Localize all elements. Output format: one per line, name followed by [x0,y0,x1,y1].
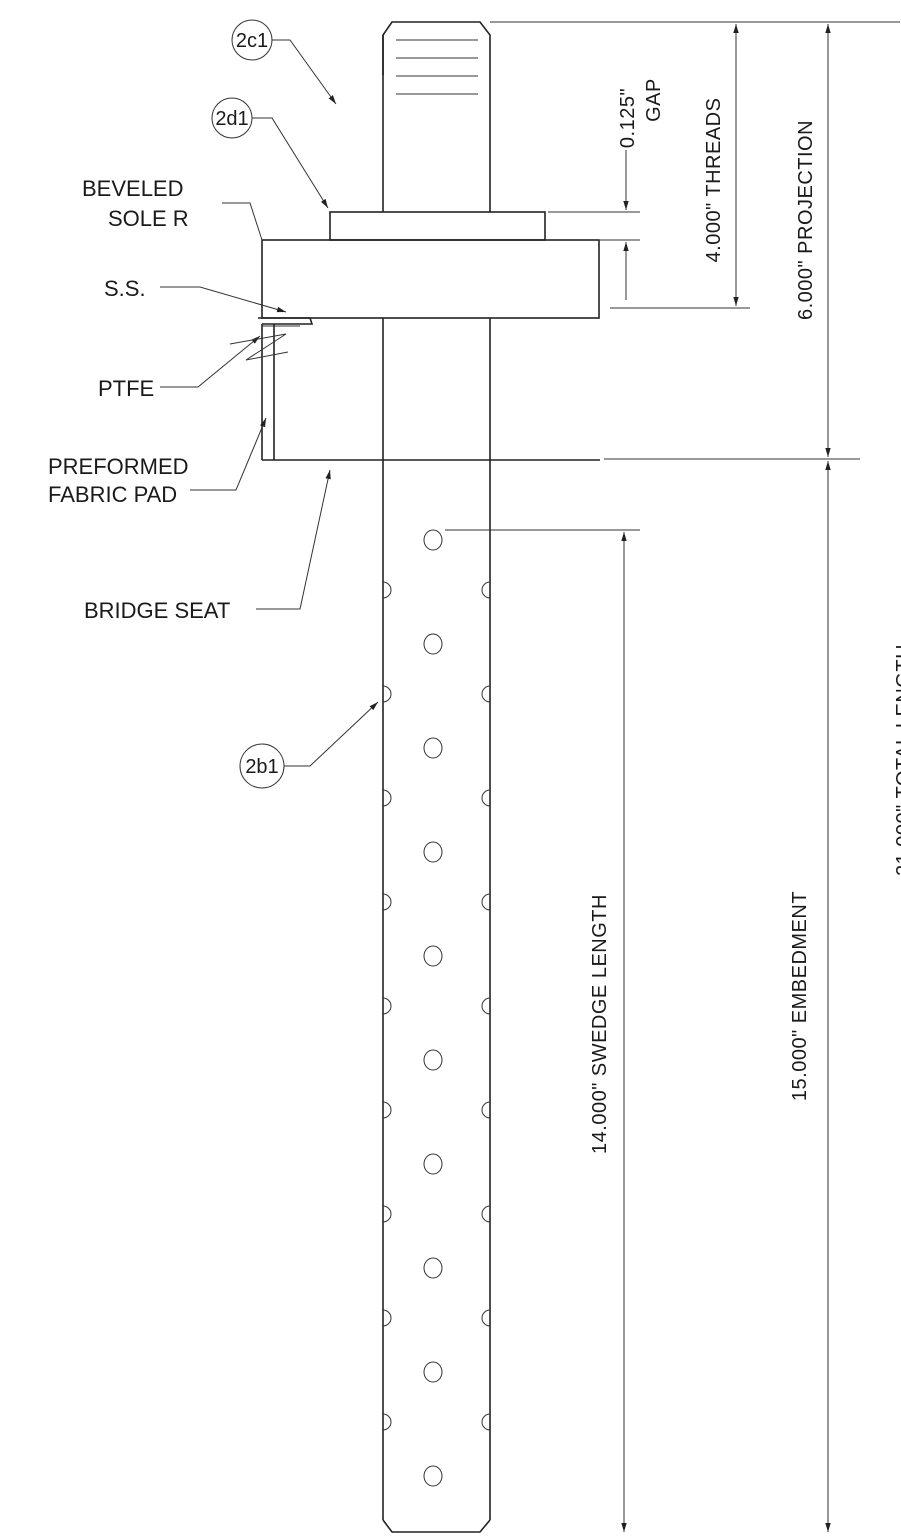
swedge-hole [423,1153,443,1175]
dimension-threads [490,21,750,309]
gap-value-text: 0.125" [617,88,639,148]
callout-2d1 [211,97,253,139]
swedge-notch-left [382,789,392,807]
fabric-pad-label: FABRIC PAD [48,482,177,507]
bolt-shaft [382,318,491,1533]
swedge-hole [423,737,443,759]
swedge-notch-left [382,1101,392,1119]
embedment-text: 15.000" EMBEDMENT [789,891,811,1101]
swedge-notch-right [481,893,491,911]
callout-2d1-text: 2d1 [215,108,248,130]
projection-dimension-text: 6.000" PROJECTION [795,120,817,320]
callout-2c1 [231,19,273,61]
swedge-notch-right [481,685,491,703]
swedge-notch-right [481,581,491,599]
bridge-seat-label: BRIDGE SEAT [84,598,230,623]
callout-2b1-text: 2b1 [245,756,278,778]
preformed-label: PREFORMED [48,454,189,479]
swedge-notch-left [382,1413,392,1431]
swedge-notch-right [481,789,491,807]
swedge-notch-left [382,685,392,703]
swedge-hole [423,1257,443,1279]
swedge-notch-right [481,1309,491,1327]
swedge-notch-left [382,893,392,911]
dimension-projection [604,21,900,460]
ss-label: S.S. [104,276,146,301]
swedge-indentations [382,529,491,1487]
swedge-notch-left [382,997,392,1015]
swedge-hole [423,1049,443,1071]
swedge-notch-right [481,997,491,1015]
swedge-hole [423,841,443,863]
callout-2c1-text: 2c1 [236,30,268,52]
swedge-length-text: 14.000" SWEDGE LENGTH [589,894,611,1154]
swedge-notch-left [382,1309,392,1327]
beveled-sole-plate [261,239,600,319]
total-length-text: 21.000" TOTAL LENGTH [893,644,901,876]
swedge-notch-left [382,581,392,599]
ss-ptfe-layers [258,317,314,327]
callout-2b1 [239,743,285,789]
swedge-notch-left [382,1205,392,1223]
ptfe-label: PTFE [98,376,154,401]
swedge-notch-right [481,1413,491,1431]
swedge-notch-right [481,1205,491,1223]
beveled-label: BEVELED [82,176,184,201]
swedge-hole [423,633,443,655]
fabric-pad [261,324,600,461]
sole-plate-label: SOLE R [108,206,189,231]
swedge-hole [423,529,443,551]
label-leaders [160,39,379,767]
dimension-swedge [445,529,640,1532]
threads-dimension-text: 4.000" THREADS [703,98,725,263]
swedge-hole [423,945,443,967]
gap-label-text: GAP [643,78,665,122]
dimension-gap [548,150,640,300]
swedge-hole [423,1361,443,1383]
bolt-threaded-end [382,21,491,212]
washer-plate [329,211,546,241]
swedge-notch-right [481,1101,491,1119]
swedge-hole [423,1465,443,1487]
